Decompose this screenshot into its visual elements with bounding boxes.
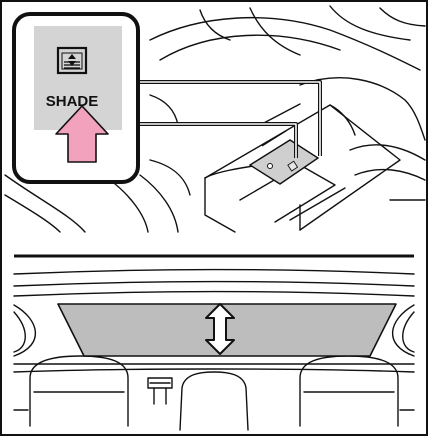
shade-button-label: SHADE bbox=[46, 93, 99, 110]
switch-dot bbox=[268, 164, 273, 169]
